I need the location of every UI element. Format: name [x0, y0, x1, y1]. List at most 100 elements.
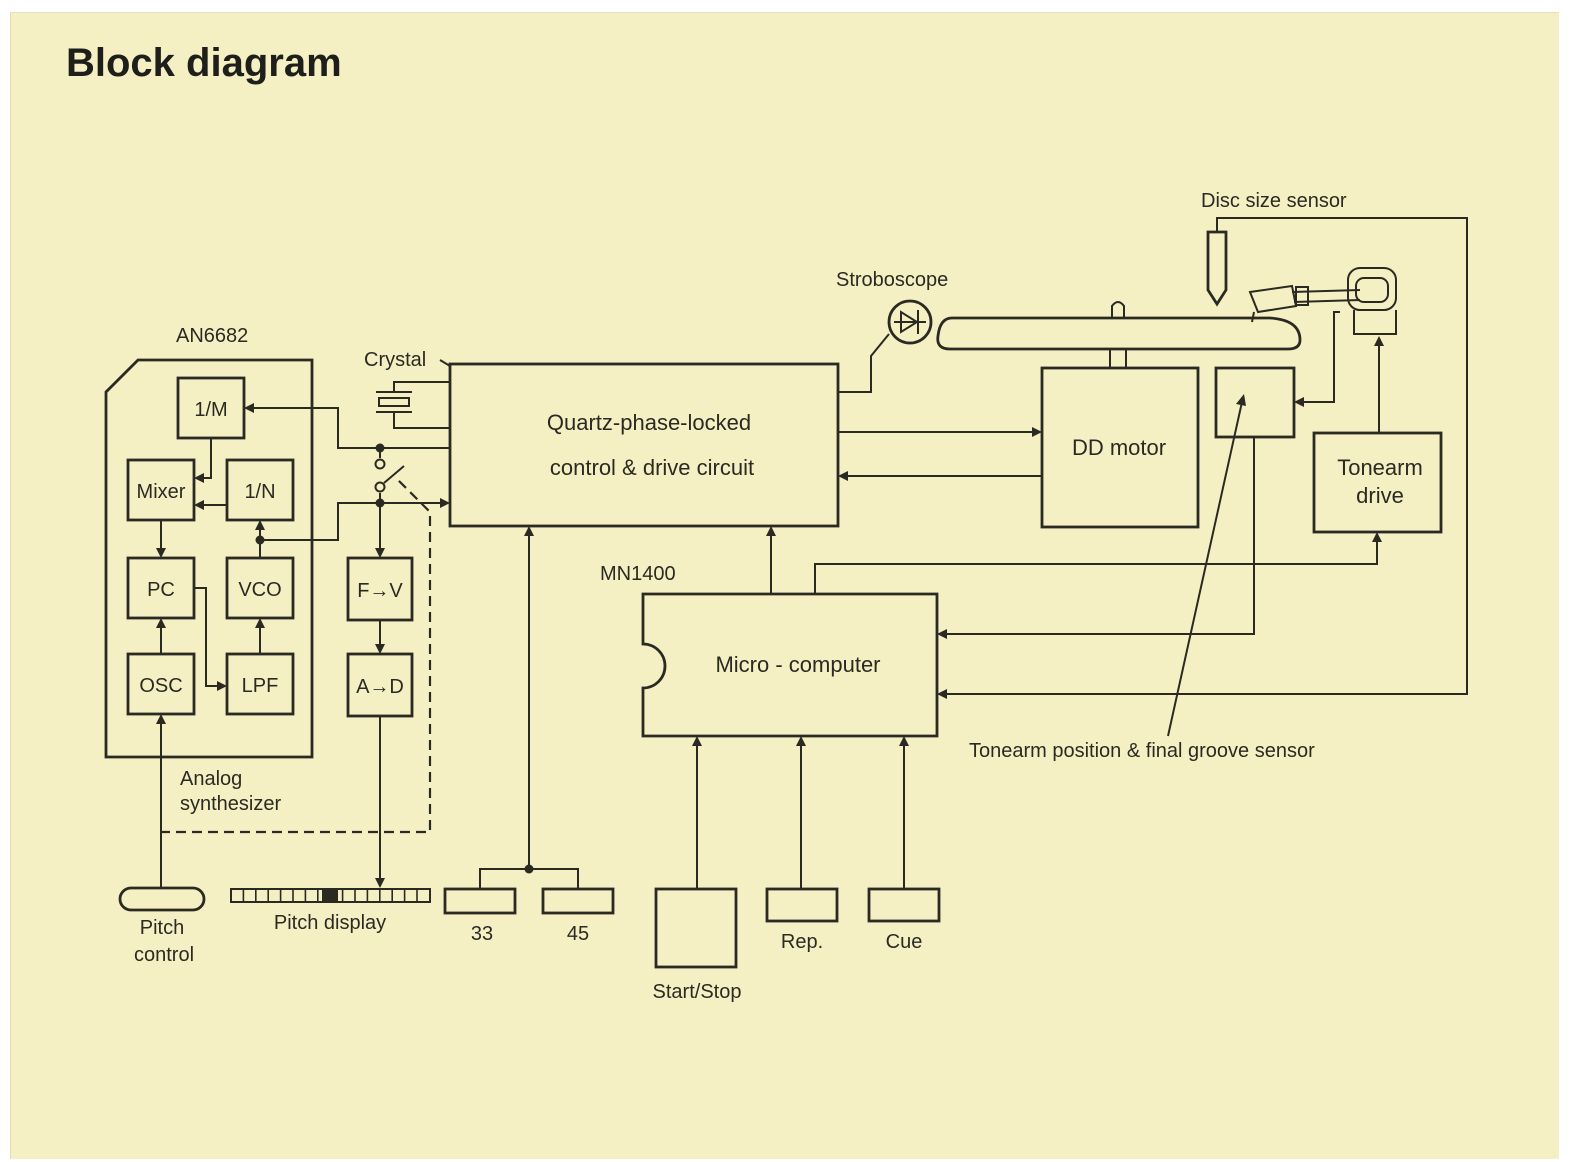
tonearm-drive-label-line1: Tonearm: [1337, 455, 1423, 480]
pitch-display: Pitch display: [230, 888, 431, 934]
pitch-control-knob[interactable]: [118, 886, 206, 912]
tonearm-drive-to-arm-arrow: [1374, 336, 1384, 346]
stroboscope: Stroboscope: [836, 269, 948, 393]
pitch-to-osc-arrow: [156, 714, 166, 724]
ad-to-display-arrow: [375, 878, 385, 888]
pitch-control[interactable]: Pitch control: [118, 886, 206, 966]
cue-label: Cue: [886, 931, 923, 953]
switch-to-fv-arrow: [375, 548, 385, 558]
speed-to-control-arrow: [524, 526, 534, 536]
quartz-control-label-line1: Quartz-phase-locked: [547, 410, 751, 435]
sensor-to-micro-line: [947, 437, 1255, 635]
pc-to-lpf-line: [194, 587, 219, 687]
analog-synthesizer: AN6682 1/M Mixer 1/N PC VCO OSC LPF Anal…: [104, 325, 314, 815]
div-n-label: 1/N: [244, 481, 275, 503]
motor-to-control-arrow: [838, 471, 848, 481]
pitch-display-label: Pitch display: [274, 912, 386, 934]
speed-45-label: 45: [567, 923, 589, 945]
control-to-strobo-line: [838, 333, 890, 393]
tonearm-sensor-label: Tonearm position & final groove sensor: [969, 740, 1315, 762]
dd-motor-label: DD motor: [1072, 435, 1166, 460]
dd-motor-block: [1040, 366, 1200, 529]
micro-ic-label: MN1400: [600, 563, 676, 585]
speed-select-junction: [524, 864, 534, 874]
pitch-display-active-segment: [322, 889, 338, 902]
start-stop-to-micro-arrow: [692, 736, 702, 746]
tonearm-base: [1353, 310, 1397, 335]
div-n-to-mixer-arrow: [194, 500, 204, 510]
vco-out-line: [260, 502, 380, 541]
mixer-to-pc-arrow: [156, 548, 166, 558]
fv-to-ad-arrow: [375, 644, 385, 654]
disc-sensor-probe: [1206, 230, 1228, 307]
repeat-to-micro-arrow: [796, 736, 806, 746]
tonearm-sensor-block: [1214, 366, 1296, 439]
tonearm-sensor-leader-arrow: [1236, 394, 1246, 406]
switch-contact-b: [374, 481, 386, 493]
tonearm-drive-block: [1312, 431, 1443, 534]
platter-spindle: [1109, 301, 1127, 368]
analog-label-line1: Analog: [180, 768, 242, 790]
tonearm-shaft: [1291, 289, 1361, 303]
synth-dashed-boundary: [160, 477, 432, 834]
speed-select-bus: [479, 536, 579, 889]
repeat-button[interactable]: [765, 887, 839, 923]
stroboscope-label: Stroboscope: [836, 269, 948, 291]
tonearm-drive-label-line2: drive: [1356, 483, 1404, 508]
ad-label: A→D: [356, 676, 404, 698]
tonearm-stylus: [1251, 311, 1255, 323]
diagram-title: Block diagram: [66, 41, 342, 85]
page-background: [10, 12, 1559, 1159]
arm-to-sensor-arrow: [1294, 397, 1304, 407]
pitch-control-label-line1: Pitch: [140, 917, 184, 939]
vco-label: VCO: [238, 579, 281, 601]
vco-feedback-line: [254, 407, 450, 449]
disc-sensor-label: Disc size sensor: [1201, 190, 1347, 212]
crystal-plates: [376, 391, 412, 413]
mixer-label: Mixer: [137, 481, 186, 503]
crystal-label: Crystal: [364, 349, 426, 371]
speed-45-button[interactable]: [541, 887, 615, 915]
vco-to-div-n-arrow: [255, 520, 265, 530]
disc-size-sensor: Disc size sensor: [937, 190, 1468, 699]
micro-to-tonearm-drive-line: [814, 542, 1378, 594]
micro-to-control-arrow: [766, 526, 776, 536]
disc-sensor-to-micro-arrow: [937, 689, 947, 699]
cue-to-micro-arrow: [899, 736, 909, 746]
fv-label: F→V: [357, 580, 403, 602]
speed-33-label: 33: [471, 923, 493, 945]
arm-to-sensor-line: [1304, 311, 1340, 403]
crystal-leads: [393, 381, 450, 429]
start-stop-button[interactable]: [654, 887, 738, 969]
lpf-label: LPF: [242, 675, 279, 697]
crystal-leader: [439, 359, 451, 367]
osc-label: OSC: [139, 675, 182, 697]
speed-33-button[interactable]: [443, 887, 517, 915]
tonearm-sensor-leader: [1167, 401, 1243, 737]
cue-button[interactable]: [867, 887, 941, 923]
sensor-to-micro-arrow: [937, 629, 947, 639]
quartz-control-label-line2: control & drive circuit: [550, 455, 754, 480]
pitch-control-label-line2: control: [134, 944, 194, 966]
pitch-display-segments: [242, 889, 418, 902]
microcomputer-block: [641, 592, 939, 738]
stroboscope-diode-bar: [894, 310, 926, 334]
disc-sensor-lead: [947, 217, 1468, 695]
analog-label-line2: synthesizer: [180, 793, 281, 815]
pc-to-lpf-arrow: [217, 681, 227, 691]
div-m-to-mixer-arrow: [194, 473, 204, 483]
quartz-control-circuit: [448, 362, 840, 528]
switch-blade: [383, 465, 405, 484]
control-to-motor-arrow: [1032, 427, 1042, 437]
synth-ic-outline: [104, 358, 314, 759]
micro-to-tonearm-drive-arrow: [1372, 532, 1382, 542]
turntable-platter: [936, 316, 1302, 351]
microcomputer-label: Micro - computer: [715, 652, 880, 677]
repeat-label: Rep.: [781, 931, 823, 953]
osc-to-pc-arrow: [156, 618, 166, 628]
tonearm-pivot: [1347, 267, 1397, 311]
pc-label: PC: [147, 579, 175, 601]
div-m-label: 1/M: [194, 399, 227, 421]
switch-to-control-arrow: [440, 498, 450, 508]
